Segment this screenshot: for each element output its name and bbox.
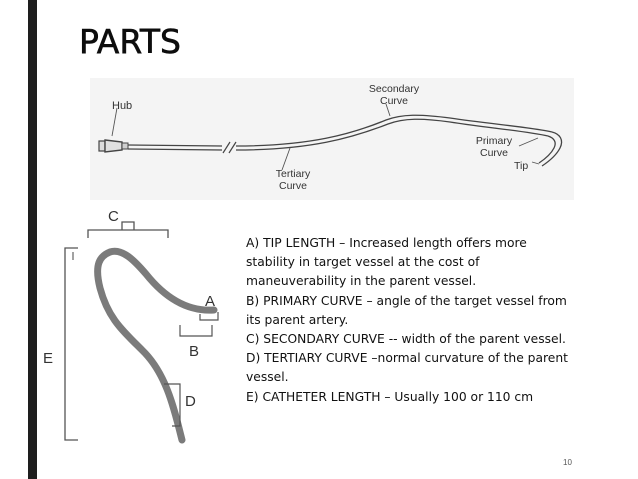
- catheter-shaft: [127, 114, 563, 167]
- c-bracket: [87, 229, 169, 238]
- secondary-curve-label-line1: Secondary: [369, 83, 420, 95]
- hub-leader-line: [111, 107, 118, 137]
- slide-title: PARTS: [79, 22, 182, 62]
- catheter-parts-diagram: Hub Secondary Curve Tertiary Curve Prima…: [90, 78, 574, 200]
- description-primary-curve: B) PRIMARY CURVE – angle of the target v…: [246, 293, 567, 327]
- tip-leader-line: [531, 161, 540, 165]
- left-accent-bar: [28, 0, 37, 479]
- label-c: C: [108, 208, 119, 225]
- secondary-curve-leader-line: [385, 103, 391, 117]
- diagram-background: [90, 78, 574, 200]
- c-bracket-notch: [121, 221, 135, 230]
- description-tip-length: A) TIP LENGTH – Increased length offers …: [246, 236, 527, 289]
- label-d: D: [185, 393, 196, 410]
- page-number: 10: [563, 458, 572, 467]
- d-bracket: [164, 383, 181, 427]
- hub-shape: [98, 139, 129, 153]
- catheter-body: [94, 247, 218, 444]
- catheter-shape-diagram: C E A B D: [38, 208, 238, 463]
- tertiary-curve-label-line2: Curve: [279, 180, 307, 192]
- primary-curve-label-line2: Curve: [480, 147, 508, 159]
- secondary-curve-label-line2: Curve: [380, 95, 408, 107]
- description-secondary-curve: C) SECONDARY CURVE -- width of the paren…: [246, 332, 566, 347]
- tertiary-curve-label-line1: Tertiary: [276, 168, 311, 180]
- label-a: A: [205, 293, 215, 310]
- description-catheter-length: E) CATHETER LENGTH – Usually 100 or 110 …: [246, 389, 534, 404]
- a-bracket: [199, 312, 219, 321]
- description-tertiary-curve: D) TERTIARY CURVE –normal curvature of t…: [246, 351, 568, 385]
- hub-label: Hub: [112, 100, 132, 112]
- tertiary-curve-leader-line: [281, 147, 291, 171]
- tip-label: Tip: [514, 160, 528, 172]
- b-bracket: [179, 325, 213, 337]
- primary-curve-label-line1: Primary: [476, 135, 513, 147]
- e-bracket: [64, 247, 78, 441]
- primary-curve-leader-line: [518, 137, 539, 147]
- parts-description-list: A) TIP LENGTH – Increased length offers …: [246, 234, 576, 407]
- label-b: B: [189, 343, 199, 360]
- label-e: E: [43, 350, 53, 367]
